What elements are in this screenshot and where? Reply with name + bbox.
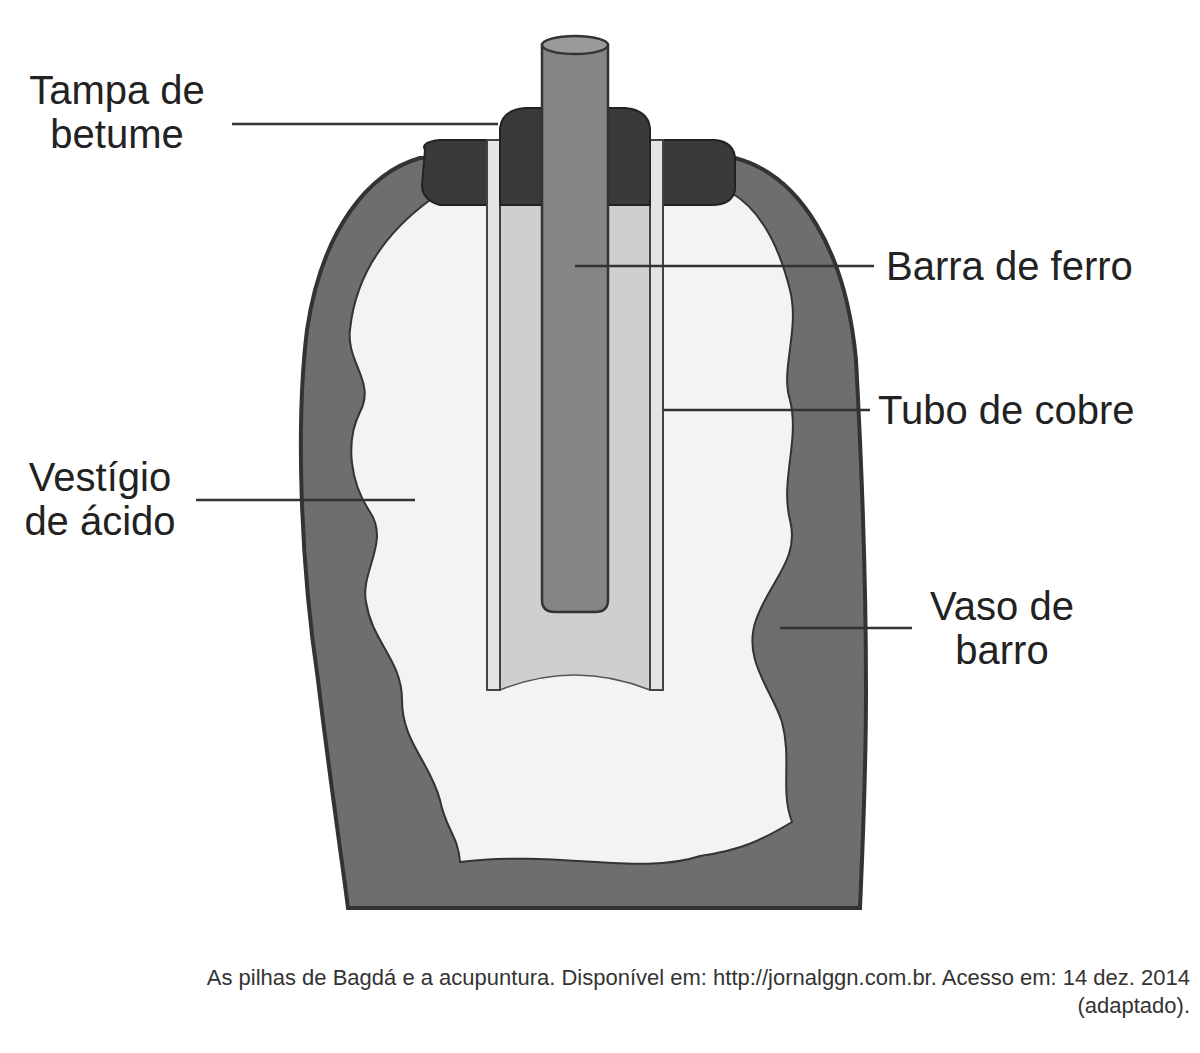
iron-bar — [542, 45, 608, 612]
leader-line — [575, 265, 874, 268]
part-label: Vaso de barro — [916, 584, 1088, 672]
leader-line — [232, 123, 498, 126]
copper-tube-wall-right — [650, 140, 663, 690]
part-label: Vestígio de ácido — [8, 455, 192, 543]
iron-bar-top — [542, 36, 608, 54]
leader-line — [663, 409, 870, 412]
copper-tube-wall-left — [487, 140, 500, 690]
source-caption: As pilhas de Bagdá e a acupuntura. Dispo… — [180, 964, 1190, 1020]
part-label: Tampa de betume — [6, 68, 228, 156]
part-label: Tubo de cobre — [878, 388, 1188, 432]
leader-line — [196, 499, 415, 502]
leader-lines — [196, 124, 912, 628]
bitumen-cap-left — [422, 140, 490, 205]
part-label: Barra de ferro — [886, 244, 1186, 288]
bitumen-cap-right — [663, 140, 735, 205]
leader-line — [780, 627, 912, 630]
